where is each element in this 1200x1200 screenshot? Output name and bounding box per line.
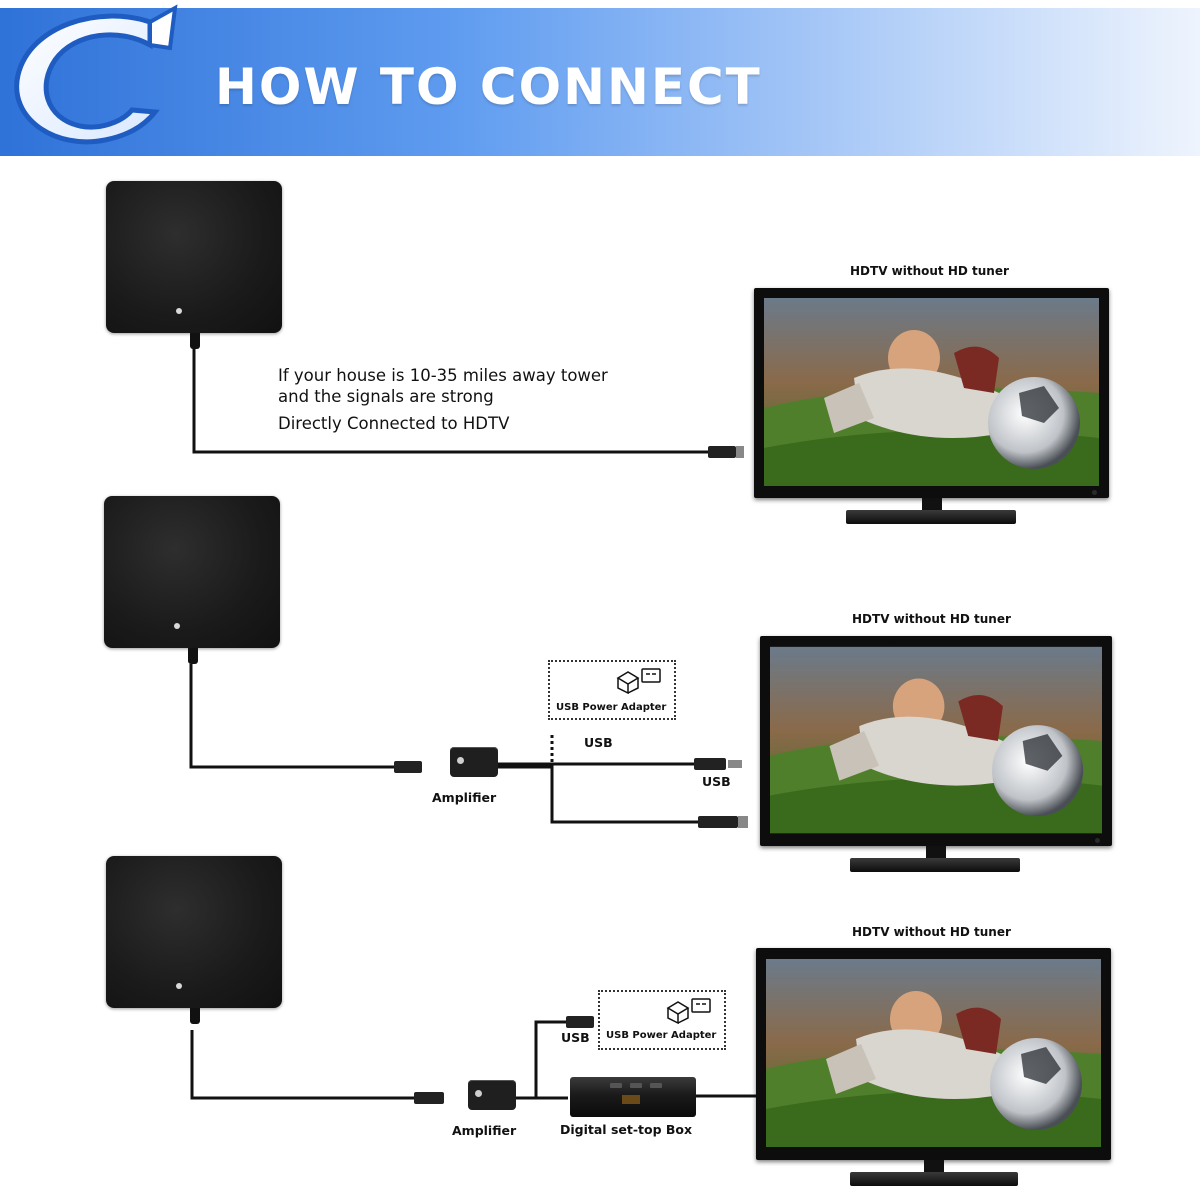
usb-power-adapter-label: USB Power Adapter: [556, 702, 667, 713]
coax-connector: [708, 446, 736, 458]
antenna-2: [104, 496, 280, 664]
usb-cable: [534, 1020, 570, 1098]
hdtv-2: [760, 636, 1112, 876]
setup-1-description-line-3: Directly Connected to HDTV: [278, 414, 510, 433]
usb-connector: [566, 1016, 594, 1028]
tv-1-label: HDTV without HD tuner: [850, 264, 1009, 278]
set-top-box-label: Digital set-top Box: [560, 1122, 693, 1137]
brand-logo-icon: [176, 308, 182, 314]
amplifier-label: Amplifier: [452, 1123, 517, 1138]
usb-label: USB: [584, 735, 613, 750]
circular-arrow-c-icon: [14, 4, 178, 145]
usb-power-adapter-box: USB Power Adapter: [598, 990, 726, 1050]
brand-logo-icon: [176, 983, 182, 989]
amplifier-output-cable: [498, 765, 700, 824]
tv-screen: [764, 298, 1099, 486]
amplifier: [450, 747, 498, 777]
football-player-image: [766, 959, 1101, 1147]
usb-connector: [694, 758, 726, 770]
usb-label: USB: [561, 1030, 590, 1045]
power-adapter-icon: [616, 668, 661, 694]
usb-label: USB: [702, 774, 731, 789]
digital-set-top-box: [570, 1077, 696, 1117]
brand-logo-icon: [475, 1090, 482, 1097]
hdtv-1: [754, 288, 1109, 528]
tv-2-label: HDTV without HD tuner: [852, 612, 1011, 626]
setup-1-description-line-1: If your house is 10-35 miles away tower: [278, 366, 608, 385]
antenna-3: [106, 856, 282, 1024]
brand-logo-icon: [457, 757, 464, 764]
coax-cable: [190, 1030, 418, 1100]
antenna-cable-base: [190, 333, 200, 349]
coax-connector: [414, 1092, 444, 1104]
coax-connector: [394, 761, 422, 773]
tv-screen: [766, 958, 1101, 1148]
brand-logo-icon: [174, 623, 180, 629]
header-banner: HOW TO CONNECT: [0, 0, 1200, 160]
antenna-1: [106, 181, 282, 349]
coax-cable: [192, 348, 712, 454]
tv-screen: [770, 646, 1102, 834]
antenna-cable-base: [190, 1008, 200, 1024]
usb-power-adapter-box: USB Power Adapter: [548, 660, 676, 720]
power-adapter-icon: [666, 998, 711, 1024]
coax-connector: [698, 816, 738, 828]
tv-3-label: HDTV without HD tuner: [852, 925, 1011, 939]
amplifier: [468, 1080, 516, 1110]
antenna-cable-base: [188, 648, 198, 664]
football-player-image: [764, 298, 1099, 486]
coax-cable: [189, 664, 398, 769]
header-gradient-band: [0, 8, 1200, 156]
set-top-box-display: [622, 1095, 640, 1104]
amplifier-label: Amplifier: [432, 790, 497, 805]
setup-1-description-line-2: and the signals are strong: [278, 387, 494, 406]
usb-power-adapter-label: USB Power Adapter: [606, 1030, 717, 1041]
football-player-image: [770, 646, 1102, 834]
page-title: HOW TO CONNECT: [215, 58, 762, 116]
hdtv-3: [756, 948, 1111, 1198]
